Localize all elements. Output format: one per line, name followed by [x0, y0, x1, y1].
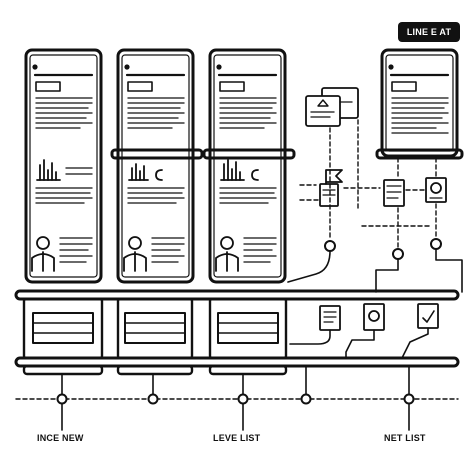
drawer-cabinet-1: [22, 297, 104, 376]
drawer-cabinet-3: [208, 297, 288, 376]
timeline-label-3: NET LIST: [384, 433, 426, 443]
panel-connector-bars: [110, 148, 296, 160]
dashed-connectors: [299, 119, 437, 251]
header-badge: LINE E AT: [398, 22, 460, 42]
timeline-label-2: LEVE LIST: [213, 433, 261, 443]
floating-documents: [305, 87, 359, 127]
file-icon-list: [289, 305, 341, 345]
drawer-cabinet-2: [116, 297, 194, 376]
bar-chart-icon: [220, 159, 245, 181]
document-panel-3: [208, 48, 287, 284]
bottom-timeline: [15, 365, 459, 431]
file-icon-flag: [319, 169, 343, 207]
document-panel-4: [375, 48, 464, 160]
document-panel-2: [116, 48, 195, 284]
document-panel-1: [24, 48, 103, 284]
file-icon-seal: [425, 177, 447, 203]
connector-node-icon: [324, 238, 442, 260]
person-icon: [215, 236, 239, 272]
connector-wires: [287, 248, 463, 293]
person-icon: [31, 236, 55, 272]
file-icon-check: [401, 303, 439, 359]
bar-chart-icon: [128, 163, 149, 181]
timeline-label-1: INCE NEW: [37, 433, 84, 443]
main-rail: [14, 289, 460, 368]
bar-chart-icon: [36, 159, 61, 181]
file-icon-seal-2: [345, 303, 385, 359]
file-icon-flag-2: [383, 179, 405, 207]
person-icon: [123, 236, 147, 272]
